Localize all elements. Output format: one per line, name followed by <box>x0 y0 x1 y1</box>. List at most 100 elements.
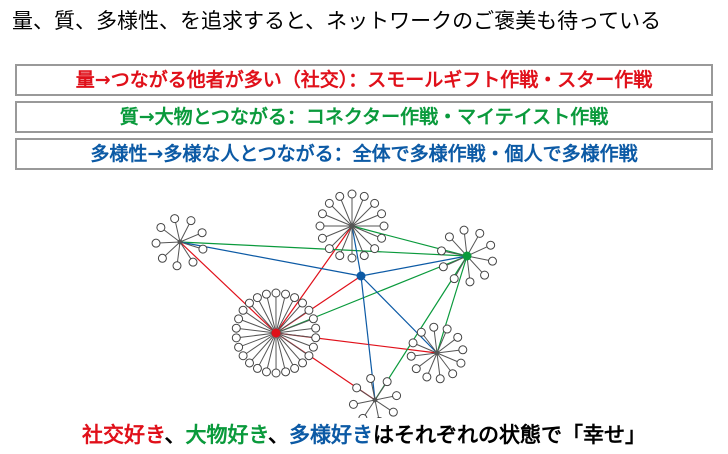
spoke <box>275 327 316 334</box>
edge-hub-green-cluster-left <box>179 241 468 257</box>
leaf-node <box>271 368 281 378</box>
spoke <box>238 318 277 334</box>
leaf-node <box>359 251 369 261</box>
leaf-node <box>406 351 416 361</box>
leaf-node <box>170 214 180 224</box>
leaf-node <box>456 358 466 368</box>
footer-social: 社交好き <box>81 423 165 447</box>
spoke <box>329 225 353 249</box>
leaf-node <box>157 253 167 263</box>
spoke <box>275 332 316 339</box>
leaf-node <box>348 399 358 409</box>
footer-diversity: 多様好き <box>289 423 374 447</box>
leaf-node <box>388 407 398 417</box>
leaf-node <box>352 383 362 393</box>
spoke <box>238 332 277 348</box>
leaf-node <box>416 327 426 337</box>
slide-title: 量、質、多様性、を追求すると、ネットワークのご褒美も待っている <box>12 9 662 33</box>
cluster-hub-green <box>437 225 497 287</box>
spoke <box>339 196 353 227</box>
leaf-node <box>480 270 490 280</box>
leaf-node <box>411 364 421 374</box>
leaf-node <box>382 377 392 387</box>
leaf-node <box>347 253 357 263</box>
edge-hub-green-cluster-top <box>351 225 468 257</box>
leaf-node <box>459 225 469 235</box>
leaf-node <box>234 314 244 324</box>
spoke <box>256 297 277 334</box>
cluster-cluster-left <box>151 214 208 271</box>
footer-rest: はそれぞれの状態で「幸せ」 <box>373 423 647 447</box>
spoke <box>242 332 277 357</box>
spoke <box>339 225 353 256</box>
footer-separator: 、 <box>268 423 290 447</box>
spoke <box>256 332 277 369</box>
hub-node-cluster-top <box>349 223 355 229</box>
edges-layer <box>179 225 468 401</box>
leaf-node <box>252 363 262 373</box>
leaf-node <box>151 238 161 248</box>
edge-hub-green-hub-red <box>275 255 468 334</box>
leaf-node <box>408 338 418 348</box>
cluster-cluster-top <box>315 189 389 263</box>
leaf-node <box>156 222 166 232</box>
leaf-node <box>188 257 198 267</box>
leaf-node <box>238 351 248 361</box>
spoke <box>275 318 314 334</box>
leaf-node <box>244 298 254 308</box>
spoke <box>351 203 375 227</box>
leaf-node <box>231 323 241 333</box>
spoke <box>236 332 277 339</box>
leaf-node <box>377 209 387 219</box>
edge-hub-blue-cluster-top <box>351 225 362 277</box>
leaf-node <box>304 305 314 315</box>
leaf-node <box>290 363 300 373</box>
leaf-node <box>392 391 402 401</box>
hub-node-hub-blue <box>356 271 366 281</box>
leaf-node <box>261 289 271 299</box>
spoke <box>249 302 277 334</box>
footer-bigshot: 大物好き <box>185 423 269 447</box>
edge-hub-blue-cluster-left <box>179 241 362 277</box>
leaf-node <box>377 233 387 243</box>
leaf-node <box>281 289 291 299</box>
diversity-strategy-box: 多様性→多様な人とつながる：全体で多様作戦・個人で多様作戦 <box>15 138 713 170</box>
leaf-node <box>261 367 271 377</box>
leaf-node <box>379 221 389 231</box>
cluster-hub-red <box>231 288 321 378</box>
footer-separator: 、 <box>164 423 186 447</box>
leaf-node <box>435 374 445 384</box>
spoke <box>351 225 365 256</box>
spoke <box>275 309 310 334</box>
hub-node-cluster-left <box>177 239 183 245</box>
leaf-node <box>438 262 448 272</box>
leaf-node <box>429 322 439 332</box>
spoke <box>329 203 353 227</box>
leaf-node <box>290 293 300 303</box>
edge-hub-green-cluster-right <box>436 255 468 354</box>
leaf-node <box>315 221 325 231</box>
quantity-strategy-box: 量→つながる他者が多い（社交）：スモールギフト作戦・スター作戦 <box>15 64 713 96</box>
spoke <box>275 332 303 364</box>
cluster-cluster-bottom <box>348 373 402 418</box>
leaf-node <box>486 240 496 250</box>
leaf-node <box>422 372 432 382</box>
leaf-node <box>358 413 368 418</box>
spoke <box>275 302 303 334</box>
spoke <box>351 225 382 239</box>
leaf-node <box>370 198 380 208</box>
spoke <box>275 297 296 334</box>
hub-node-cluster-right <box>434 350 440 356</box>
spoke <box>249 332 277 364</box>
spoke <box>322 213 353 227</box>
leaf-node <box>231 333 241 343</box>
leaf-node <box>324 198 334 208</box>
leaf-node <box>359 191 369 201</box>
spoke <box>275 332 287 372</box>
edge-hub-red-cluster-top <box>275 225 353 334</box>
leaf-node <box>458 345 468 355</box>
leaf-node <box>487 256 497 266</box>
leaf-node <box>244 358 254 368</box>
leaf-node <box>252 293 262 303</box>
hub-node-hub-red <box>271 328 281 338</box>
